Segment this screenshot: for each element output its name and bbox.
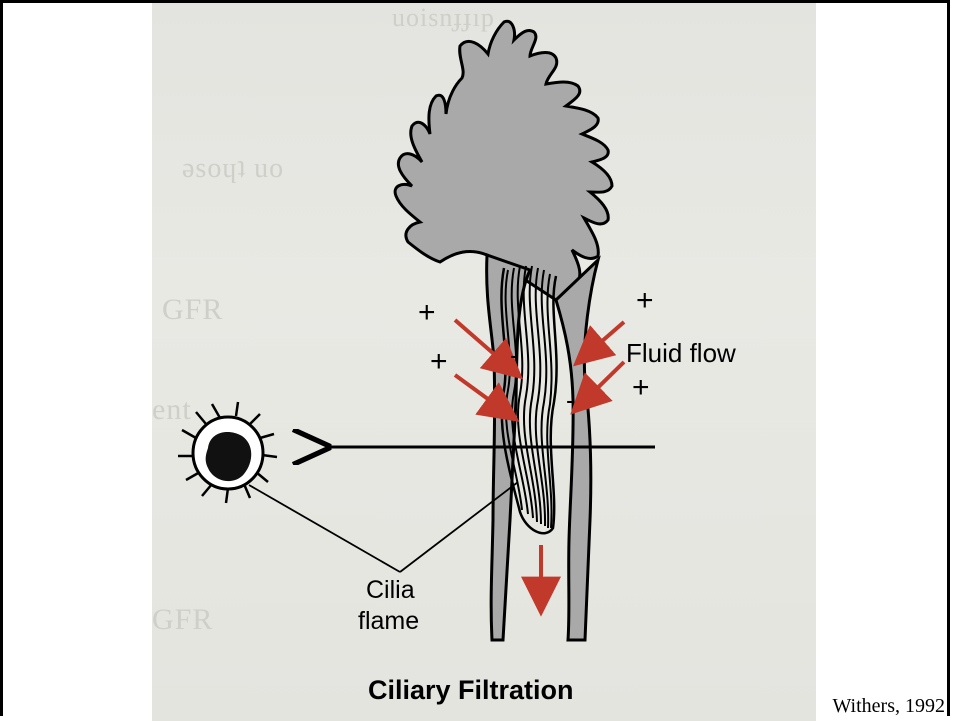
citation: Withers, 1992 [832, 695, 945, 718]
